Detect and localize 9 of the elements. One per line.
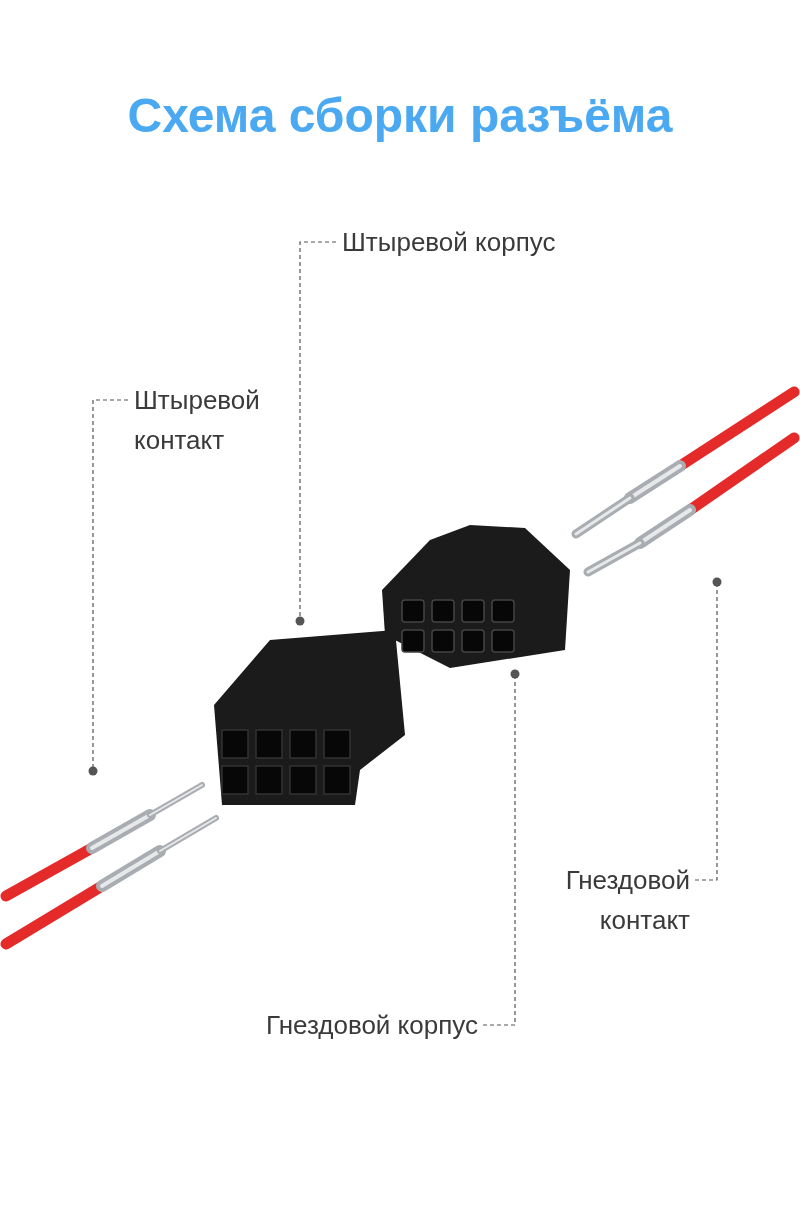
diagram-title: Схема сборки разъёма	[126, 88, 674, 143]
leader-line	[88, 399, 129, 776]
part-label: Гнездовой контакт	[530, 860, 690, 940]
leader-line	[482, 669, 520, 1026]
part-label: Штыревой контакт	[134, 380, 294, 460]
leader-line	[295, 241, 337, 626]
leader-line	[694, 577, 722, 881]
part-label: Штыревой корпус	[342, 222, 602, 262]
part-label: Гнездовой корпус	[228, 1005, 478, 1045]
